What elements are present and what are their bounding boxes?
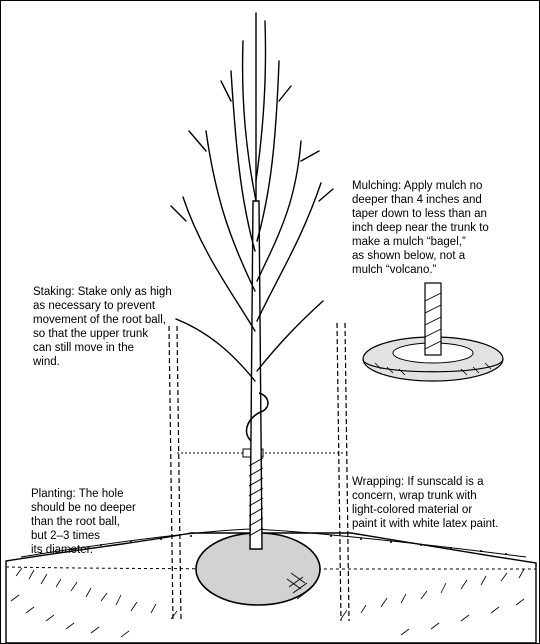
mulch-bagel-inset	[362, 282, 504, 382]
wrapping-annotation: Wrapping: If sunscald is a concern, wrap…	[352, 476, 499, 530]
mulch-speckle	[40, 535, 507, 555]
mulching-annotation: Mulching: Apply mulch no deeper than 4 i…	[352, 180, 489, 276]
soil-hatching	[10, 567, 525, 638]
planting-annotation: Planting: The hole should be no deeper t…	[31, 488, 136, 556]
root-ball-burlap	[286, 572, 310, 600]
staking-annotation: Staking: Stake only as high as necessary…	[33, 286, 172, 368]
tree-branches	[170, 12, 334, 382]
stakes	[168, 322, 350, 622]
